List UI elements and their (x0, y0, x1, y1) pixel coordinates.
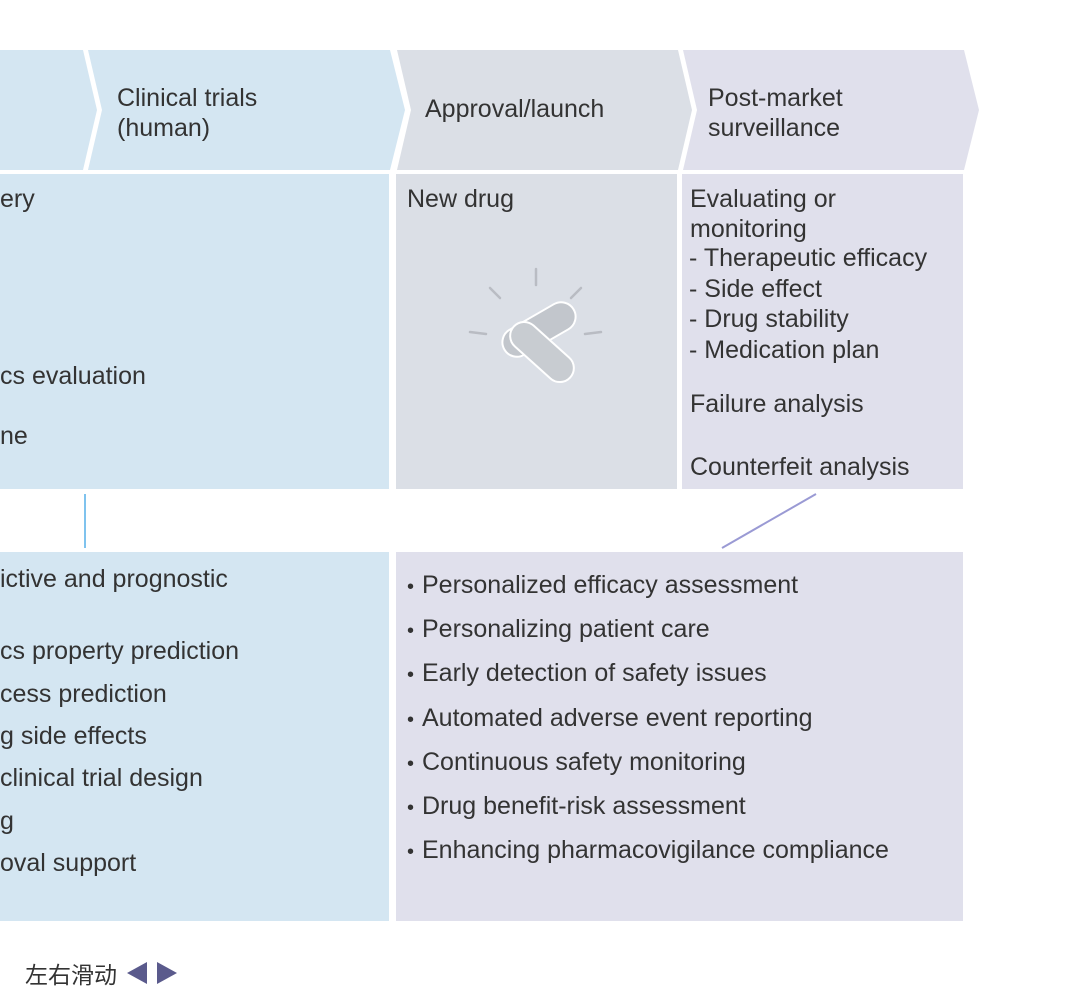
monitoring-title: Evaluating or monitoring (690, 184, 836, 244)
list-item: Early detection of safety issues (407, 652, 889, 696)
triangle-left-icon[interactable] (125, 960, 149, 986)
stage-chevron-approval (397, 50, 692, 170)
stage-label-line: Approval/launch (425, 95, 605, 123)
list-item: - Therapeutic efficacy (689, 244, 928, 272)
stage-label-postmarket: Post-market surveillance (708, 83, 843, 143)
stage-chevron-clinical (88, 50, 405, 170)
clinical-ai-item: g (0, 807, 14, 835)
clinical-fragment: cs evaluation (0, 362, 146, 390)
stage-chevron-postmarket (683, 50, 979, 170)
stage-chevron-discovery (0, 50, 97, 170)
clinical-panel (0, 174, 389, 489)
clinical-ai-item: cs property prediction (0, 637, 240, 665)
failure-analysis-label: Failure analysis (690, 390, 864, 418)
stage-label-line: Clinical trials (117, 84, 258, 112)
triangle-right-icon[interactable] (155, 960, 179, 986)
monitoring-title-line: monitoring (690, 215, 807, 243)
list-item: Automated adverse event reporting (407, 697, 889, 741)
clinical-ai-item: g side effects (0, 722, 147, 750)
list-item: Personalized efficacy assessment (407, 564, 889, 608)
list-item: Drug benefit-risk assessment (407, 785, 889, 829)
scroll-hint-label: 左右滑动 (25, 963, 117, 989)
new-drug-label: New drug (407, 185, 514, 213)
clinical-ai-item: oval support (0, 849, 137, 877)
monitoring-title-line: Evaluating or (690, 185, 836, 213)
list-item: - Side effect (689, 274, 822, 303)
stage-label-line: surveillance (708, 114, 841, 142)
stage-label-line: Post-market (708, 84, 843, 112)
postmarket-panel (682, 174, 963, 489)
clinical-ai-item: clinical trial design (0, 764, 203, 792)
stage-label-approval: Approval/launch (425, 94, 604, 124)
clinical-fragment: ery (0, 185, 35, 213)
list-item: - Medication plan (689, 335, 880, 364)
pill-capsule-icon (468, 267, 603, 384)
counterfeit-analysis-label: Counterfeit analysis (690, 453, 910, 481)
stage-label-clinical: Clinical trials (human) (117, 83, 257, 143)
stage-label-line: (human) (117, 114, 211, 142)
postmarket-ai-list: Personalized efficacy assessment Persona… (407, 564, 889, 873)
list-item: Continuous safety monitoring (407, 741, 889, 785)
list-item: Enhancing pharmacovigilance compliance (407, 829, 889, 873)
clinical-fragment: ne (0, 422, 28, 450)
clinical-ai-item: ictive and prognostic (0, 565, 228, 593)
scroll-hint: 左右滑动 (25, 956, 179, 990)
clinical-ai-item: cess prediction (0, 680, 167, 708)
list-item: - Drug stability (689, 305, 849, 333)
clinical-ai-panel (0, 552, 389, 921)
list-item: Personalizing patient care (407, 608, 889, 652)
postmarket-connector (721, 493, 817, 549)
monitoring-list: - Therapeutic efficacy - Side effect - D… (689, 243, 927, 365)
